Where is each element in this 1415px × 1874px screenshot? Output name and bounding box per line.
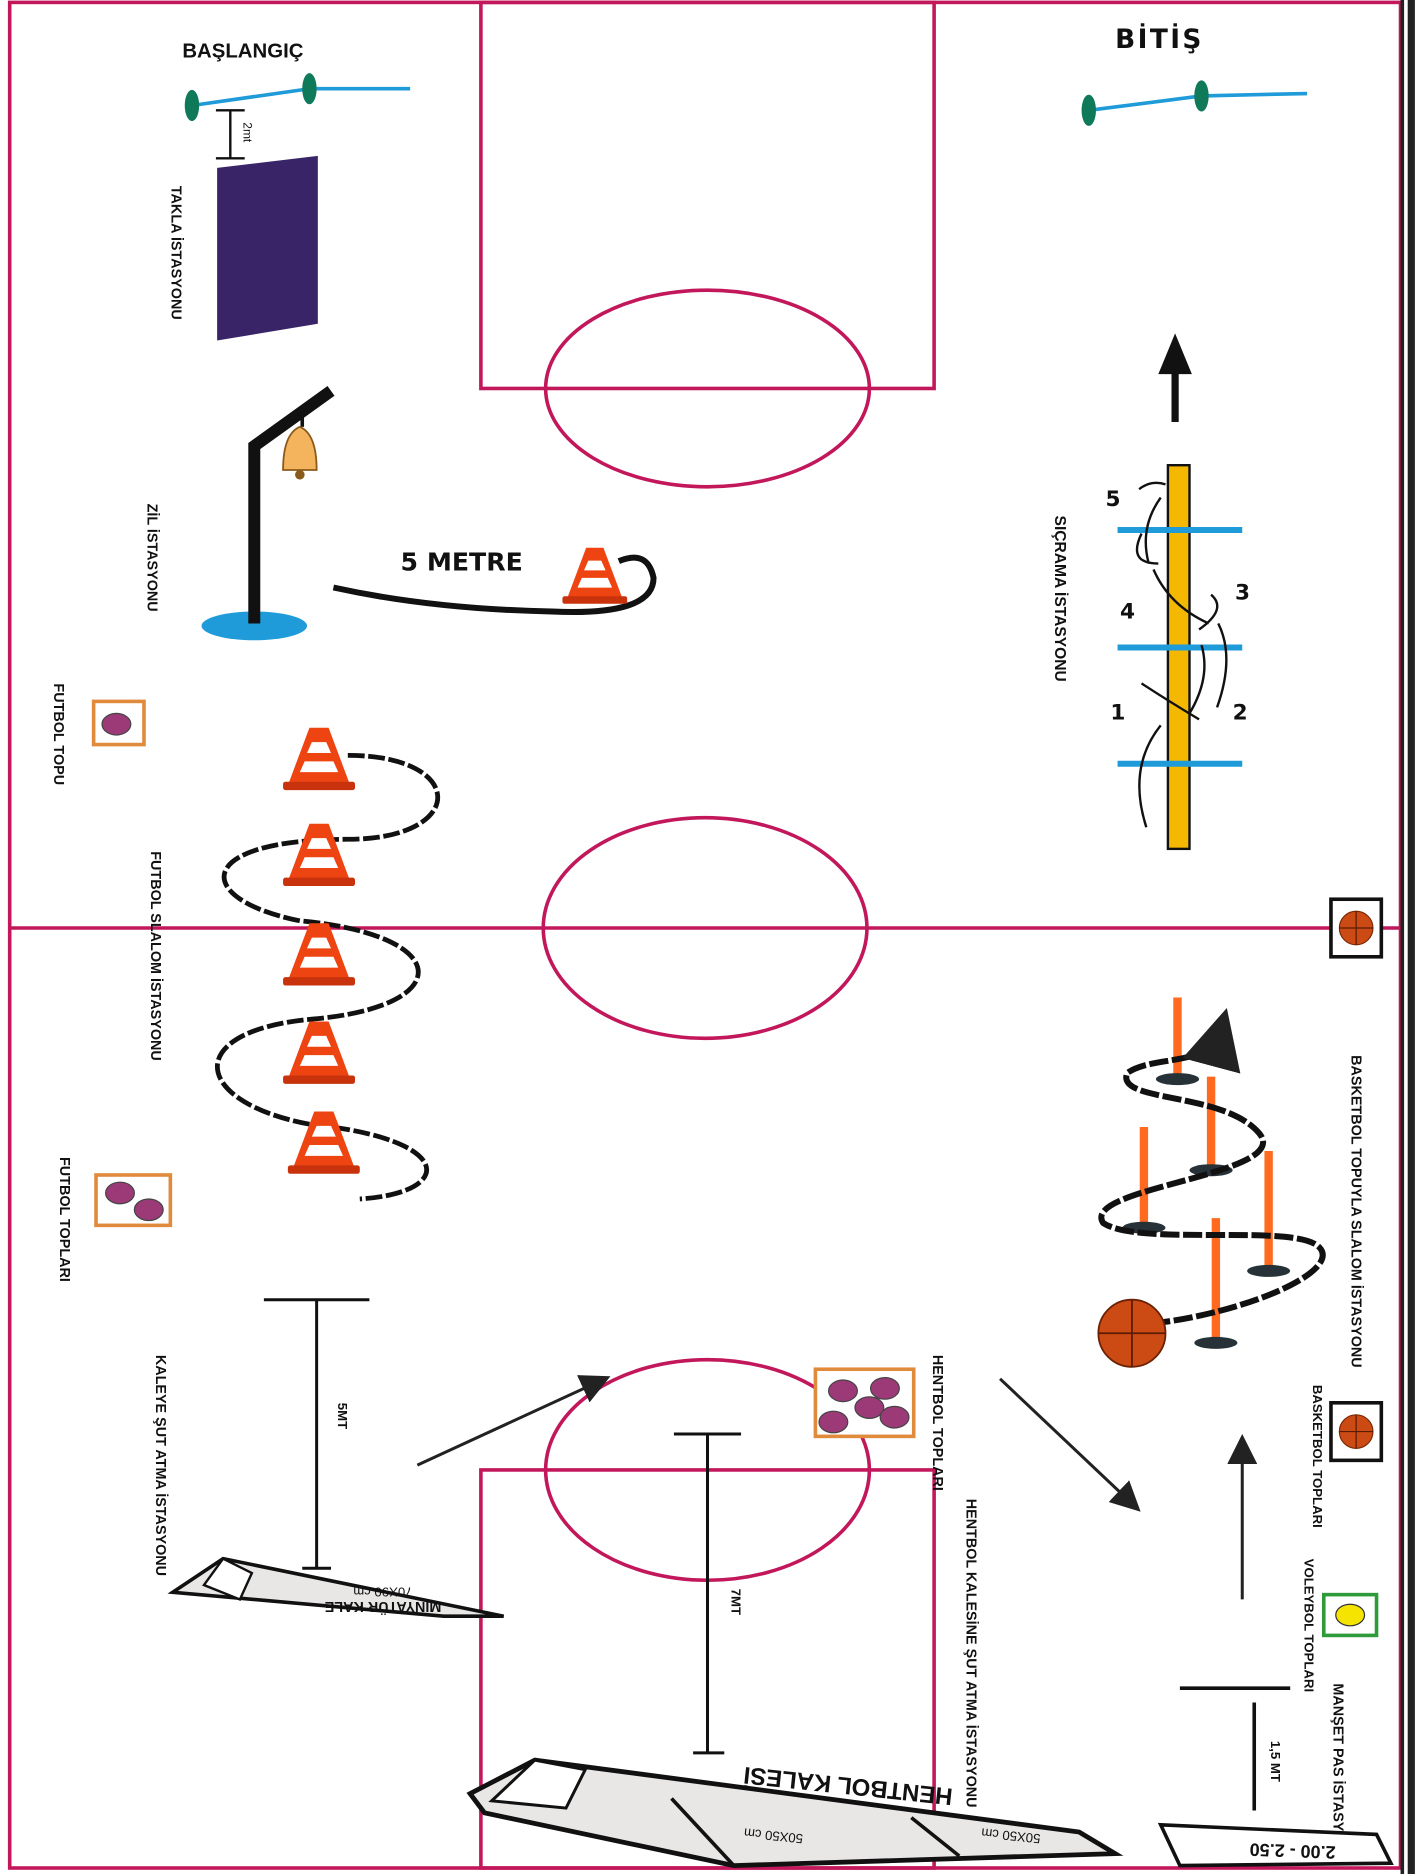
- handball-icon: [829, 1380, 858, 1402]
- jump-step-1: 1: [1110, 700, 1125, 725]
- finish-area: BİTİŞ: [1082, 23, 1307, 126]
- jump-step-4: 4: [1120, 600, 1135, 625]
- jump-step-2: 2: [1233, 700, 1248, 725]
- football-icon: [102, 713, 131, 735]
- net-height-label: 2.00 - 2.50: [1249, 1839, 1336, 1862]
- finish-label: BİTİŞ: [1115, 23, 1204, 55]
- basketball-icon: [1339, 1415, 1373, 1449]
- handball-station: HENTBOL TOPLARI 7MT HENTBOL KALESİNE ŞUT…: [470, 1355, 1132, 1866]
- volley-balls-label: VOLEYBOL TOPLARI: [1302, 1559, 1317, 1692]
- handball-icon: [819, 1411, 848, 1433]
- pass-station: VOLEYBOL TOPLARI 1,5 MT MANŞET PAS İSTAS…: [1161, 1559, 1391, 1866]
- jump-line: [1168, 465, 1190, 849]
- goal-shot-distance-label: 5MT: [335, 1403, 350, 1429]
- mini-goal: MİNYATÜR KALE 70X90 cm: [173, 1559, 504, 1617]
- football-icon: [106, 1182, 135, 1204]
- football-ball-label: FUTBOL TOPU: [50, 683, 66, 785]
- basketball-icon: [1339, 911, 1373, 945]
- jump-step-5: 5: [1106, 487, 1121, 512]
- basketball-icon: [1098, 1300, 1165, 1367]
- football-slalom-label: FUTBOL SLALOM İSTASYONU: [147, 851, 164, 1061]
- goal-shot-label: KALEYE ŞUT ATMA İSTASYONU: [152, 1355, 169, 1576]
- cone-icon: [283, 1022, 355, 1084]
- bell-distance-label: 5 METRE: [401, 548, 523, 577]
- football-ball-box: [94, 701, 144, 744]
- roll-mat: [217, 156, 318, 341]
- roll-station-label: TAKLA İSTASYONU: [168, 186, 185, 320]
- basket-balls-label: BASKETBOL TOPLARI: [1310, 1385, 1325, 1528]
- handball-balls-box: [815, 1369, 913, 1436]
- handball-icon: [855, 1397, 884, 1419]
- bell-icon: [283, 427, 317, 480]
- cone-icon: [562, 548, 627, 604]
- cone-icon: [283, 923, 355, 985]
- football-balls-label: FUTBOL TOPLARI: [56, 1157, 72, 1282]
- bell-station-label: ZİL İSTASYONU: [144, 504, 161, 612]
- handball-icon: [880, 1406, 909, 1428]
- volleyball-icon: [1336, 1604, 1365, 1626]
- top-key: [481, 2, 934, 388]
- football-balls-box: [96, 1175, 170, 1225]
- bell-station: ZİL İSTASYONU 5 METRE: [144, 391, 654, 640]
- jump-step-3: 3: [1235, 580, 1250, 605]
- start-label: BAŞLANGIÇ: [182, 41, 303, 63]
- mini-goal-name: MİNYATÜR KALE: [324, 1598, 441, 1615]
- start-gap-label: 2mt: [240, 122, 254, 143]
- start-post-icon: [185, 90, 199, 121]
- roll-station: TAKLA İSTASYONU: [168, 156, 318, 341]
- football-slalom-station: FUTBOL TOPU FUTBOL SLALOM İSTASYONU FUTB…: [50, 683, 438, 1281]
- handball-icon: [871, 1378, 900, 1400]
- jump-station-label: SIÇRAMA İSTASYONU: [1051, 516, 1069, 682]
- basket-slalom-label: BASKETBOL TOPUYLA SLALOM İSTASYONU: [1347, 1055, 1364, 1368]
- cone-icon: [283, 824, 355, 886]
- cone-icon: [283, 728, 355, 790]
- finish-post-icon: [1082, 95, 1096, 126]
- jump-station: 1 2 3 4 5 SIÇRAMA İSTASYONU: [1051, 333, 1250, 849]
- start-post-icon: [302, 73, 316, 104]
- handball-distance-label: 7MT: [728, 1589, 743, 1615]
- handball-balls-label: HENTBOL TOPLARI: [929, 1355, 945, 1491]
- arrow-up-icon: [1158, 333, 1192, 422]
- mini-goal-size: 70X90 cm: [353, 1584, 412, 1599]
- start-area: BAŞLANGIÇ 2mt: [182, 41, 410, 159]
- goal-shot-station: 5MT KALEYE ŞUT ATMA İSTASYONU MİNYATÜR K…: [152, 1300, 600, 1617]
- pass-distance-label: 1,5 MT: [1268, 1741, 1283, 1782]
- handball-goal-shot-label: HENTBOL KALESİNE ŞUT ATMA İSTASYONU: [962, 1499, 979, 1808]
- basket-slalom-station: BASKETBOL TOPUYLA SLALOM İSTASYONU BASKE…: [1098, 899, 1381, 1599]
- finish-post-icon: [1194, 80, 1208, 111]
- football-icon: [134, 1199, 163, 1221]
- handball-goal: HENTBOL KALESİ 50X50 cm 50X50 cm: [470, 1760, 1115, 1866]
